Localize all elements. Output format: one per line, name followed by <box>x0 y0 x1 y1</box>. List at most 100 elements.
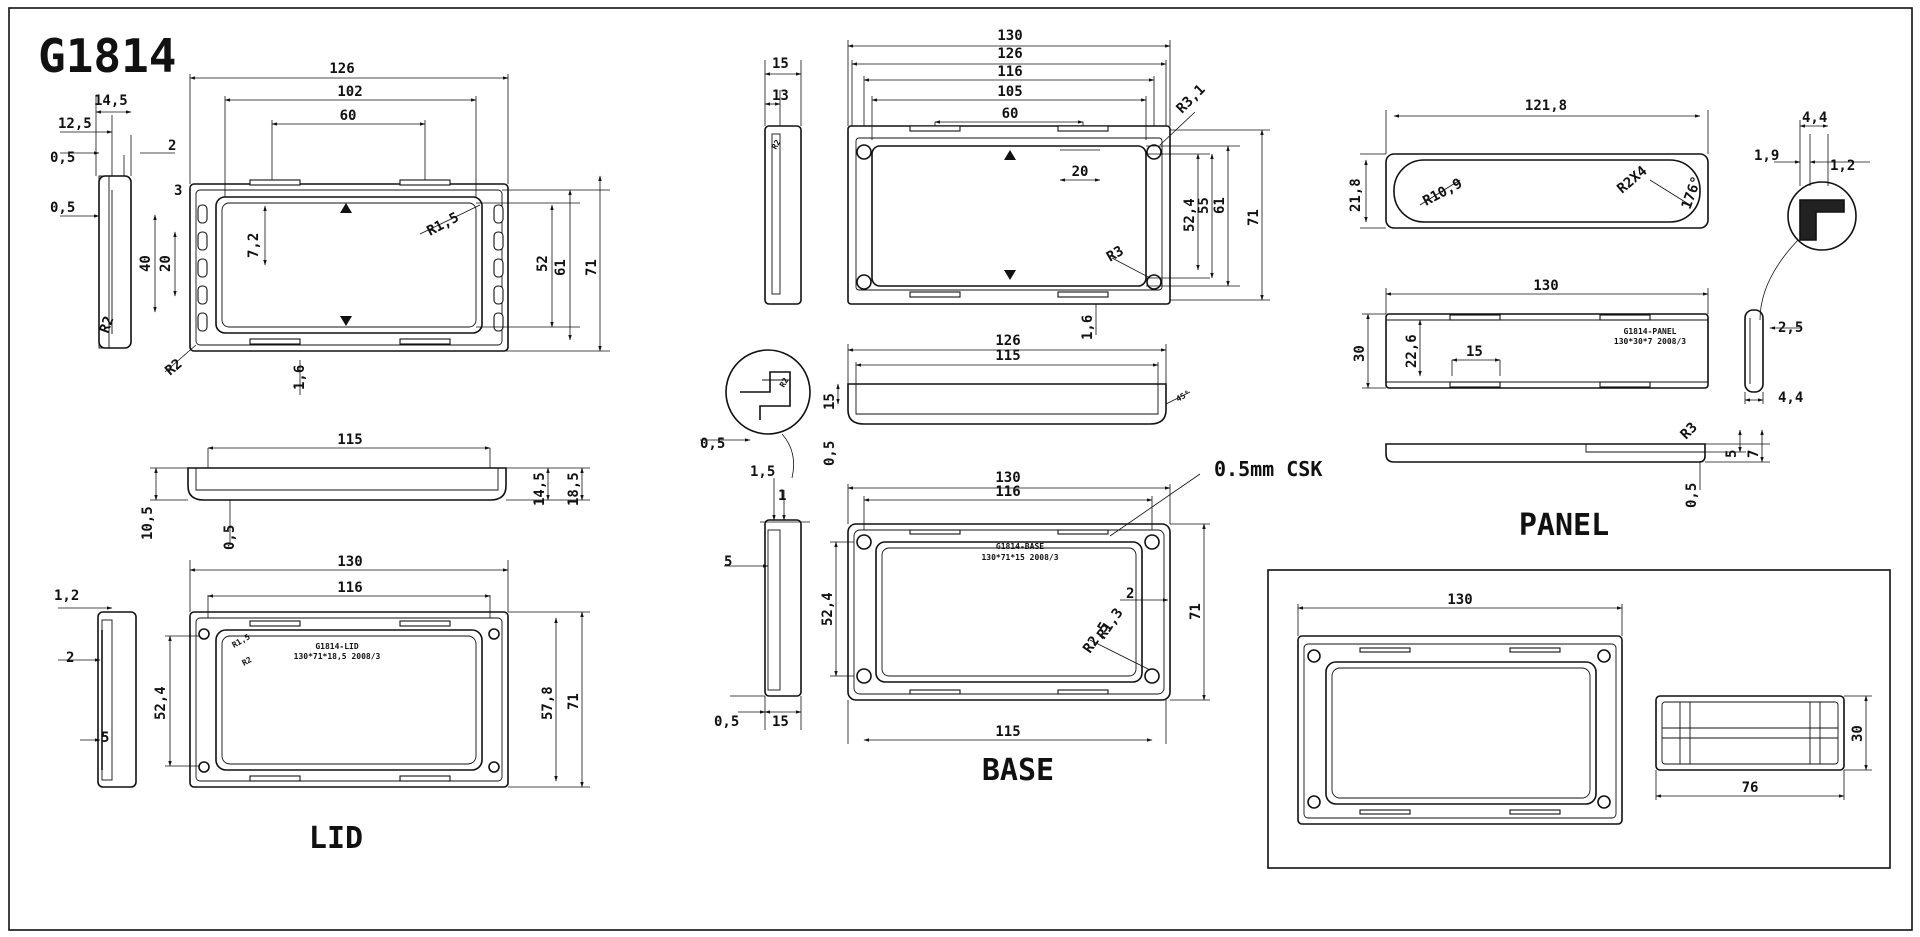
sheet-border <box>8 7 1913 931</box>
dimension-label: 22,6 <box>1404 334 1420 368</box>
dimension-label: R3 <box>1104 243 1127 265</box>
dimension-label: R10,9 <box>1420 176 1465 210</box>
dimension-label: 1,5 <box>750 464 775 480</box>
dimension-label: 116 <box>997 64 1022 80</box>
base-side-profile: 15 13 R2 <box>764 56 802 305</box>
panel-top-view: 121,8 21,8 R10,9 R2X4 176° <box>1348 98 1709 229</box>
base-bottom-view: G1814-BASE 130*71*15 2008/3 130 116 2 R1… <box>820 470 1210 744</box>
dimension-label: R3 <box>1678 420 1701 443</box>
dimension-label: 0,5 <box>700 436 725 452</box>
dimension-label: 12,5 <box>58 116 92 132</box>
drawing-title: G1814 <box>38 29 176 83</box>
dimension-label: 57,8 <box>540 686 556 720</box>
lid-side-slots <box>197 204 504 332</box>
dimension-label: 21,8 <box>1348 178 1364 212</box>
dimension-label: 5 <box>724 554 732 570</box>
panel-caption: PANEL <box>1519 508 1609 543</box>
dimension-label: 7,2 <box>246 233 262 258</box>
dimension-label: 30 <box>1352 345 1368 362</box>
lid-caption: LID <box>309 821 363 856</box>
dimension-label: 1,2 <box>1830 158 1855 174</box>
dimension-label: 2 <box>66 650 74 666</box>
dimension-label: 2 <box>1126 586 1134 602</box>
dimension-label: 20 <box>1072 164 1089 180</box>
dimension-label: 52 <box>535 255 551 272</box>
arrow-down-marker <box>340 316 352 326</box>
dimension-label: 0,5 <box>1684 483 1700 508</box>
dimension-label: R2 <box>770 138 783 151</box>
dimension-label: 1 <box>778 488 786 504</box>
panel-corner-detail: 4,4 1,9 1,2 <box>1754 110 1870 321</box>
dimension-label: 130 <box>1533 278 1558 294</box>
dimension-label: R2 <box>778 376 791 389</box>
base-engraved-label-line1: G1814-BASE <box>996 542 1044 551</box>
dimension-label: R2 <box>241 655 254 668</box>
dimension-label: 130 <box>995 470 1020 486</box>
dimension-label: 71 <box>584 259 600 276</box>
dimension-label: 76 <box>1742 780 1759 796</box>
base-bottom-side-profile: 1,5 1 5 0,5 15 <box>714 464 810 730</box>
panel-front-view: G1814-PANEL 130*30*7 2008/3 130 30 22,6 … <box>1352 278 1709 389</box>
panel-engraved-label-line1: G1814-PANEL <box>1624 327 1677 336</box>
dimension-label: 15 <box>822 393 838 410</box>
dimension-label: 52,4 <box>153 686 169 720</box>
dimension-label: 4,4 <box>1802 110 1827 126</box>
lid-engraved-label-line1: G1814-LID <box>315 642 359 651</box>
arrow-down-marker <box>1004 270 1016 280</box>
dimension-label: 45° <box>1175 389 1192 404</box>
lid-bottom-side-profile: 1,2 2 5 <box>54 588 137 788</box>
dimension-label: 14,5 <box>94 93 128 109</box>
dimension-label: R2 <box>97 314 118 335</box>
dimension-label: 4,4 <box>1778 390 1803 406</box>
dimension-label: 115 <box>995 724 1020 740</box>
dimension-label: 130 <box>997 28 1022 44</box>
dimension-label: 5 <box>101 730 109 746</box>
dimension-label: 71 <box>566 693 582 710</box>
dimension-label: R1,5 <box>231 632 252 650</box>
dimension-label: 7 <box>1746 450 1762 458</box>
dimension-label: 2,5 <box>1778 320 1803 336</box>
dimension-label: 52,4 <box>820 592 836 626</box>
lid-engraved-label-line2: 130*71*18,5 2008/3 <box>294 652 381 661</box>
lid-side-profile: 14,5 12,5 0,5 2 0,5 R2 <box>50 93 176 349</box>
dimension-label: R2X4 <box>1614 163 1650 197</box>
dimension-label: 115 <box>995 348 1020 364</box>
base-corner-detail: 0,5 R2 <box>700 349 811 479</box>
dimension-label: R2 <box>162 356 185 379</box>
dimension-label: 1,6 <box>1080 315 1096 340</box>
dimension-label: 102 <box>337 84 362 100</box>
dimension-label: 15 <box>772 714 789 730</box>
dimension-label: 130 <box>337 554 362 570</box>
panel-side-profile: 2,5 4,4 <box>1744 309 1803 406</box>
dimension-label: R3,1 <box>1174 82 1209 117</box>
dimension-label: 13 <box>772 88 789 104</box>
dimension-label: 3 <box>174 183 182 199</box>
base-caption: BASE <box>982 753 1054 788</box>
dimension-label: 126 <box>995 333 1020 349</box>
dimension-label: 14,5 <box>532 472 548 506</box>
dimension-label: 1,9 <box>1754 148 1779 164</box>
dimension-label: 15 <box>772 56 789 72</box>
base-top-view: 130 126 116 105 60 R3,1 20 52,4 55 61 71… <box>847 28 1270 340</box>
dimension-label: 121,8 <box>1525 98 1567 114</box>
dimension-label: 61 <box>1212 197 1228 214</box>
dimension-label: 116 <box>337 580 362 596</box>
dimension-label: 2 <box>168 138 176 154</box>
dimension-label: 60 <box>340 108 357 124</box>
dimension-label: 60 <box>1002 106 1019 122</box>
dimension-label: 1,6 <box>292 365 308 390</box>
dimension-label: 116 <box>995 484 1020 500</box>
arrow-up-marker <box>340 203 352 213</box>
panel-bottom-side-view: R3 5 7 0,5 <box>1385 420 1770 508</box>
dimension-label: 0,5 <box>50 200 75 216</box>
dimension-label: 115 <box>337 432 362 448</box>
dimension-label: 52,4 <box>1182 198 1198 232</box>
arrow-up-marker <box>1004 150 1016 160</box>
dimension-label: 5 <box>1724 450 1740 458</box>
dimension-label: 55 <box>1196 197 1212 214</box>
dimension-label: 0,5 <box>822 441 838 466</box>
dimension-label: 126 <box>329 61 354 77</box>
dimension-label: 0,5 <box>714 714 739 730</box>
base-engraved-label-line2: 130*71*15 2008/3 <box>981 553 1058 562</box>
